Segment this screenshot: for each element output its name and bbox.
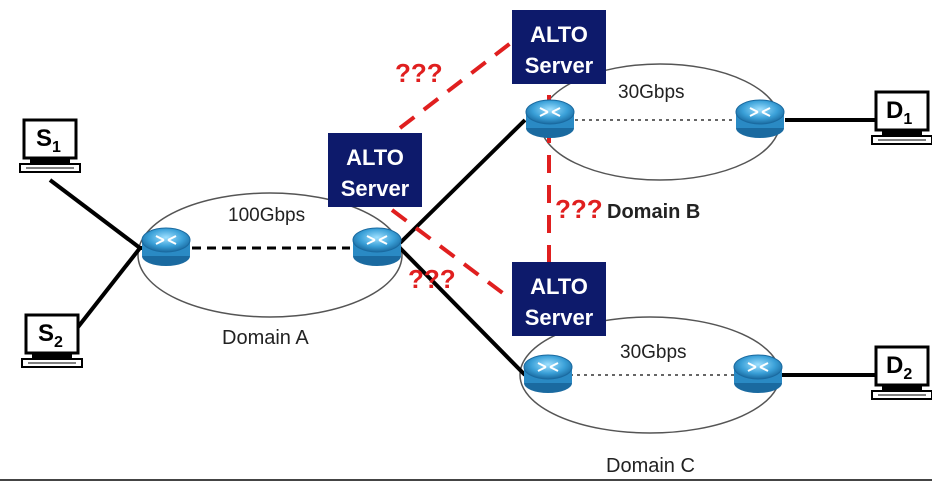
domain-a-label: Domain A [222,327,309,349]
host-d1-sub: 1 [903,111,912,128]
router-a2-icon [352,227,402,267]
host-s2: S2 [20,313,84,369]
alto-server-a: ALTO Server [328,133,422,207]
link-s1-ra1 [48,178,142,250]
svg-text:S1: S1 [36,125,61,156]
host-d1-letter: D [886,97,903,124]
domain-b-label: Domain B [607,201,700,223]
host-s1-letter: S [36,125,52,152]
unknown-mark-bc: ??? [555,194,603,224]
domain-c-bandwidth: 30Gbps [620,342,687,363]
svg-text:D2: D2 [886,352,912,383]
alto-server-b-line2: Server [525,53,594,78]
link-ra2-rc1 [398,246,527,377]
alto-unknown-links [390,40,551,302]
unknown-mark-ab: ??? [395,58,443,88]
host-s2-sub: 2 [54,334,63,351]
domain-a-cloud [137,192,403,318]
alto-server-b: ALTO Server [512,10,606,84]
alto-server-b-line1: ALTO [530,22,588,47]
domain-a-bandwidth: 100Gbps [228,205,305,226]
host-s1-sub: 1 [52,139,61,156]
router-b1-icon [525,99,575,139]
svg-text:S2: S2 [38,320,63,351]
unknown-mark-ac: ??? [408,264,456,294]
router-c2-icon [733,354,783,394]
link-ra2-rb1 [398,118,527,245]
host-d2: D2 [870,345,932,401]
alto-server-c-line2: Server [525,305,594,330]
alto-server-c: ALTO Server [512,262,606,336]
domain-b-bandwidth: 30Gbps [618,82,685,103]
svg-text:D1: D1 [886,97,912,128]
host-s1: S1 [18,118,82,174]
router-a1-icon [141,227,191,267]
alto-a-c-line [390,208,514,302]
host-s2-letter: S [38,320,54,347]
alto-server-a-line2: Server [341,176,410,201]
alto-server-c-line1: ALTO [530,274,588,299]
domain-c-label: Domain C [606,455,695,477]
router-b2-icon [735,99,785,139]
host-d2-sub: 2 [903,366,912,383]
alto-server-a-line1: ALTO [346,145,404,170]
host-d2-letter: D [886,352,903,379]
router-c1-icon [523,354,573,394]
host-d1: D1 [870,90,932,146]
alto-a-b-line [398,40,514,130]
